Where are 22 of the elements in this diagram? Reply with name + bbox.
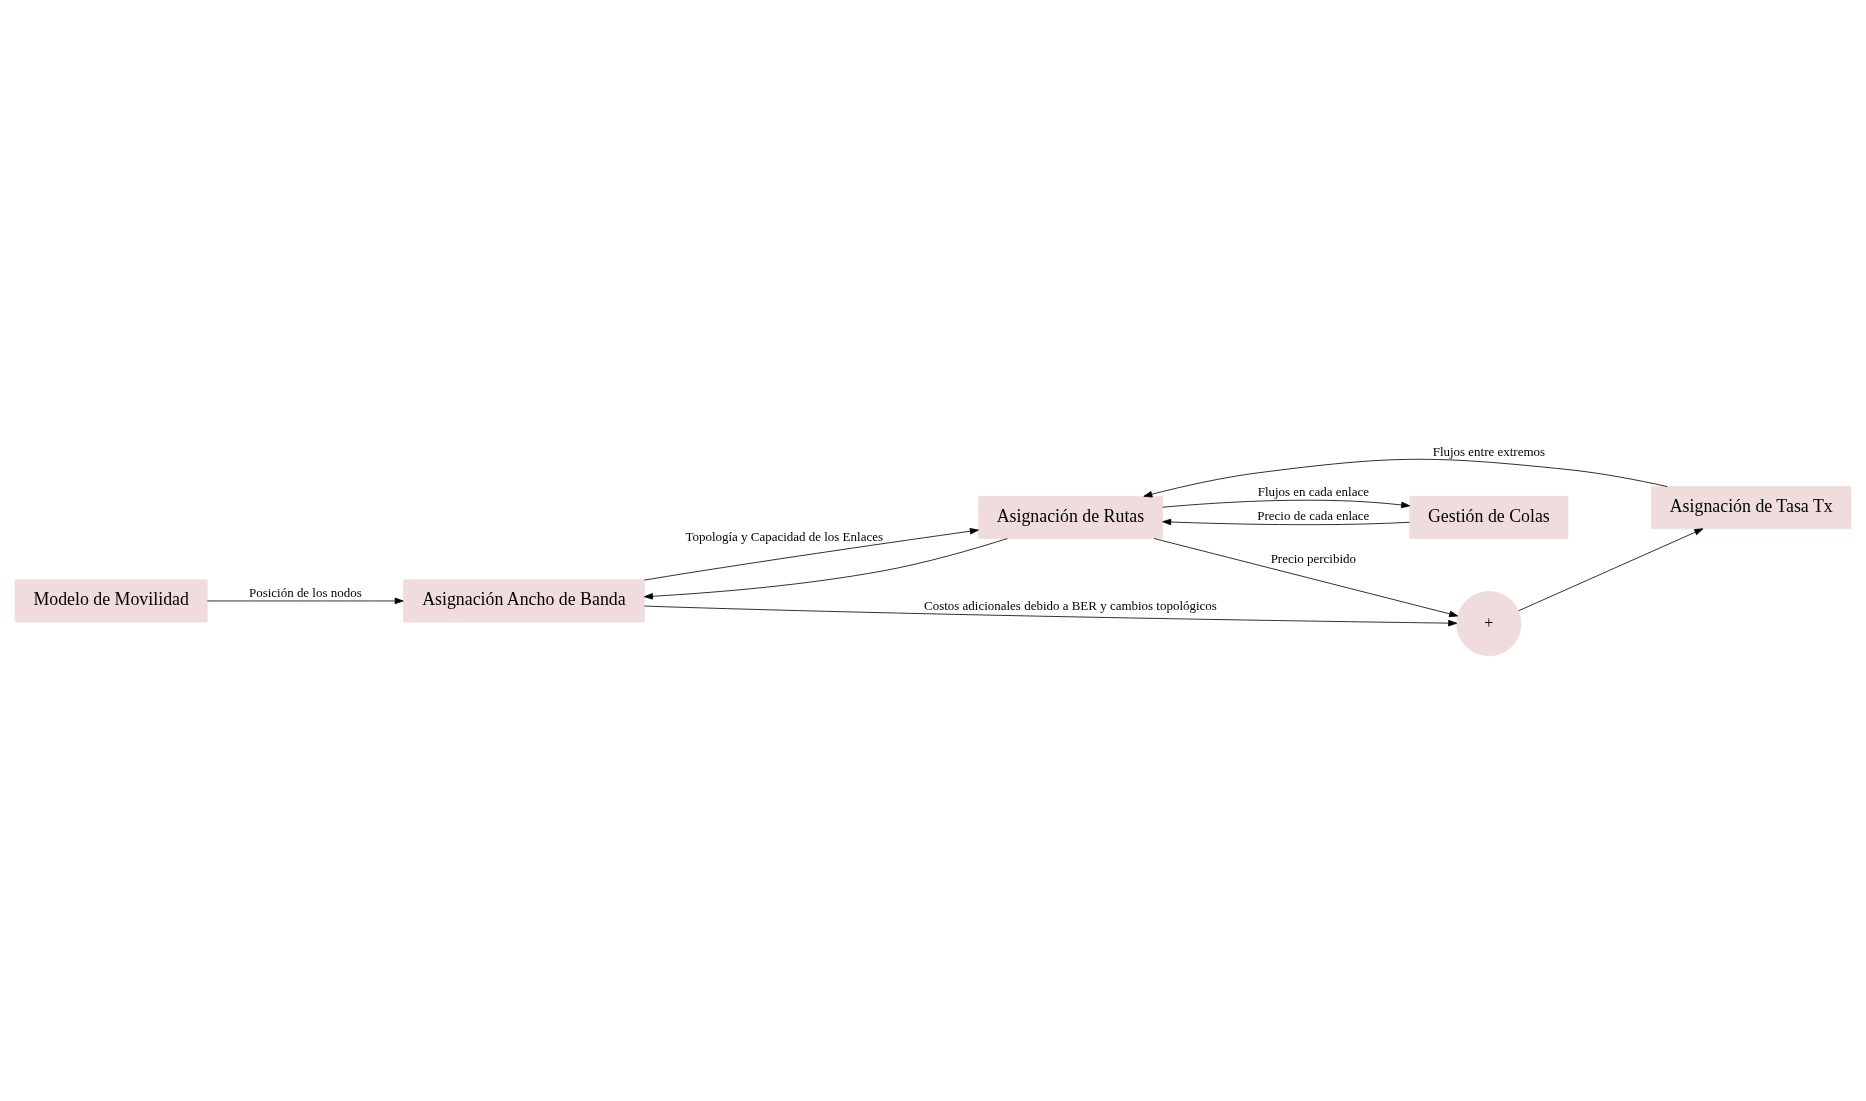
edge-label: Posición de los nodos (248, 584, 362, 600)
arrow (1518, 528, 1704, 612)
node-circle: + (1456, 591, 1522, 657)
node-box: Gestión de Colas (1409, 495, 1569, 539)
edge-label: Flujos entre extremos (1432, 443, 1546, 459)
arrow (1143, 458, 1668, 498)
arrow (1153, 538, 1459, 618)
arrow (644, 538, 1008, 600)
node-box: Asignación Ancho de Banda (403, 579, 645, 623)
edge-label: Precio percibido (1270, 551, 1356, 567)
node-box: Modelo de Movilidad (14, 579, 208, 623)
arrow (644, 605, 1458, 627)
edge-label: Costos adicionales debido a BER y cambios topológicos (924, 597, 1217, 613)
arrow (644, 527, 979, 581)
arrow (1162, 518, 1410, 526)
edge-label: Precio de cada enlace (1257, 507, 1370, 523)
node-box: Asignación de Rutas (978, 495, 1163, 539)
arrow (1162, 499, 1411, 509)
edge-label: Flujos en cada enlace (1257, 484, 1369, 500)
node-box: Asignación de Tasa Tx (1651, 486, 1852, 530)
edge-label: Topología y Capacidad de los Enlaces (685, 528, 883, 544)
arrow (206, 597, 404, 605)
